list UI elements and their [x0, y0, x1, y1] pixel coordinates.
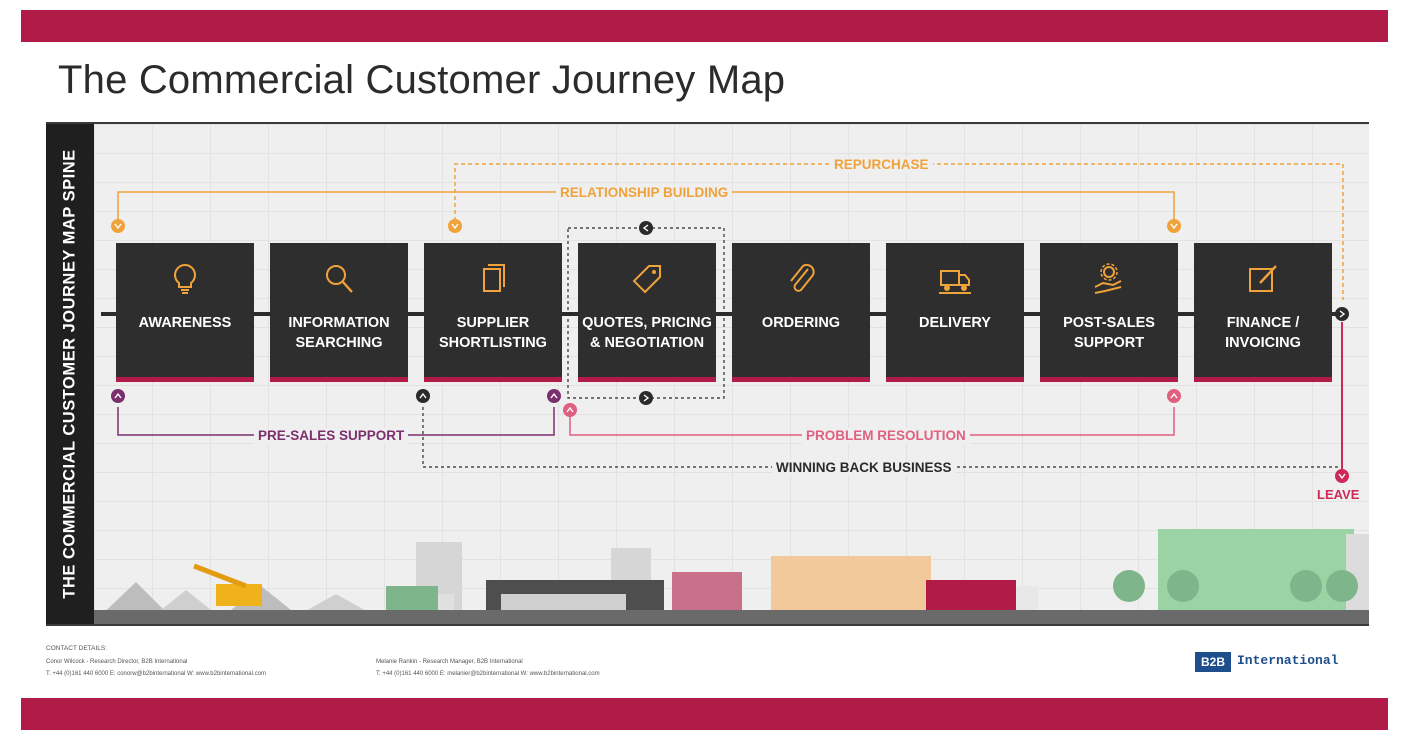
gear-hand-icon — [1094, 263, 1122, 294]
quotes-problem-marker — [563, 403, 577, 417]
industrial-skyline — [94, 529, 1369, 624]
stage-finance-invoicing[interactable]: FINANCE / INVOICING — [1194, 243, 1332, 382]
shortlisting-entry-marker — [448, 219, 462, 233]
page-title: The Commercial Customer Journey Map — [58, 58, 786, 102]
contact2-name: Melanie Rankin - Research Manager, B2B I… — [376, 659, 523, 665]
spine-sidebar: THE COMMERCIAL CUSTOMER JOURNEY MAP SPIN… — [46, 124, 94, 624]
journey-map: THE COMMERCIAL CUSTOMER JOURNEY MAP SPIN… — [46, 122, 1369, 626]
negotiation-back-marker — [639, 221, 653, 235]
leave-label: LEAVE — [1317, 487, 1360, 502]
post-sales-entry-marker — [1167, 219, 1181, 233]
price-tag-icon — [632, 265, 661, 294]
stage-label: ORDERING — [761, 315, 841, 331]
stage-ordering[interactable]: ORDERING — [732, 243, 870, 382]
awareness-entry-marker — [111, 219, 125, 233]
post-sales-problem-marker — [1167, 389, 1181, 403]
repurchase-label: REPURCHASE — [830, 157, 933, 173]
stage-label: INFORMATION SEARCHING — [288, 315, 390, 351]
stage-label: DELIVERY — [919, 315, 991, 331]
exit-marker — [1335, 307, 1349, 321]
awareness-presales-marker — [111, 389, 125, 403]
pre-sales-support-label: PRE-SALES SUPPORT — [254, 428, 409, 444]
relationship-building-label: RELATIONSHIP BUILDING — [556, 185, 733, 201]
marker-chevrons — [114, 223, 1346, 480]
shortlisting-winback-marker — [416, 389, 430, 403]
lightbulb-icon — [174, 263, 196, 294]
winning-back-business-label: WINNING BACK BUSINESS — [772, 460, 956, 476]
contact2-info: T: +44 (0)161 440 6000 E: melanier@b2bin… — [376, 671, 600, 677]
b2b-logo-text: International — [1237, 653, 1339, 668]
stage-delivery[interactable]: DELIVERY — [886, 243, 1024, 382]
stage-supplier-shortlisting[interactable]: SUPPLIER SHORTLISTING — [424, 243, 562, 382]
stage-label: FINANCE / INVOICING — [1225, 315, 1301, 351]
edit-icon — [1249, 265, 1277, 292]
stage-label: AWARENESS — [138, 315, 232, 331]
paperclip-icon — [790, 263, 815, 292]
flow-connectors — [94, 163, 1369, 624]
stage-label: QUOTES, PRICING & NEGOTIATION — [582, 315, 712, 351]
shortlisting-presales-marker — [547, 389, 561, 403]
b2b-logo-mark: B2B — [1195, 652, 1231, 672]
leave-marker — [1335, 469, 1349, 483]
delivery-truck-icon — [939, 270, 971, 294]
stage-quotes-pricing-negotiation[interactable]: QUOTES, PRICING & NEGOTIATION — [578, 243, 716, 382]
contact1-info: T: +44 (0)161 440 6000 E: conorw@b2binte… — [46, 671, 266, 677]
stage-post-sales-support[interactable]: POST-SALES SUPPORT — [1040, 243, 1178, 382]
stage-awareness[interactable]: AWARENESS — [116, 243, 254, 382]
problem-resolution-label: PROBLEM RESOLUTION — [802, 428, 970, 444]
bottom-brand-band — [21, 698, 1388, 730]
winning-back-connector — [422, 407, 1342, 468]
document-icon — [483, 264, 505, 292]
magnifier-icon — [326, 265, 353, 293]
contact-heading: CONTACT DETAILS: — [46, 645, 108, 652]
top-brand-band — [21, 10, 1388, 42]
stage-label: POST-SALES SUPPORT — [1063, 315, 1155, 351]
contact1-name: Conor Wilcock - Research Director, B2B I… — [46, 659, 188, 665]
stage-label: SUPPLIER SHORTLISTING — [439, 315, 547, 351]
stage-information-searching[interactable]: INFORMATION SEARCHING — [270, 243, 408, 382]
negotiation-forward-marker — [639, 391, 653, 405]
